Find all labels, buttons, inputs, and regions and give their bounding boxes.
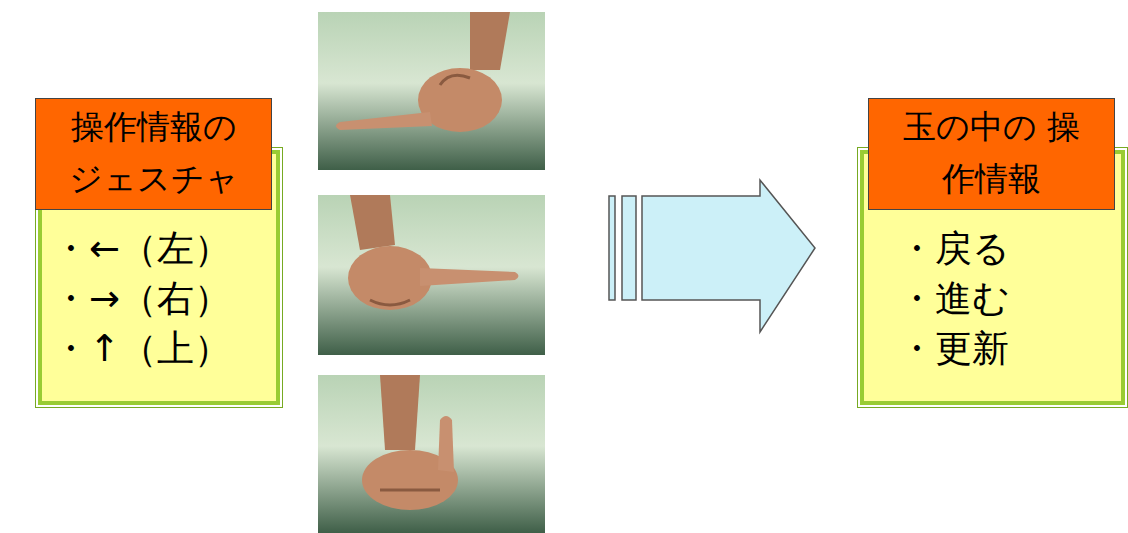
panel-heading: 操作情報の ジェスチャ	[35, 98, 272, 210]
panel-heading: 玉の中の 操作情報	[868, 98, 1115, 210]
block-arrow	[609, 180, 815, 332]
list-item: ・更新	[898, 324, 1009, 374]
list-item: ・←（左）	[52, 224, 231, 274]
list-item: ・↑（上）	[52, 324, 231, 374]
hand-photo-left	[318, 12, 545, 170]
hand-photo-right	[318, 195, 545, 355]
list-item: ・戻る	[898, 224, 1010, 274]
panel-box: 玉の中の 操作情報・戻る・進む・更新	[860, 150, 1125, 405]
list-item: ・→（右）	[52, 274, 231, 324]
panel-box: 操作情報の ジェスチャ・←（左）・→（右）・↑（上）	[38, 150, 280, 405]
list-item: ・進む	[898, 274, 1010, 324]
hand-photo-up	[318, 375, 545, 533]
